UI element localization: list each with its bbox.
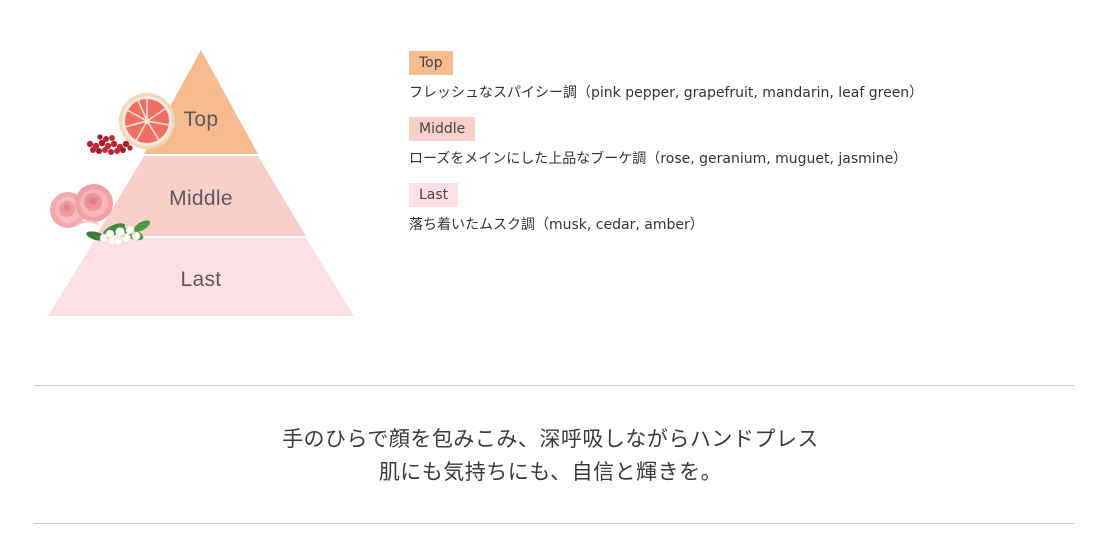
- fragrance-notes: Top フレッシュなスパイシー調（pink pepper, grapefruit…: [409, 51, 1029, 249]
- pink-pepper-icon: [86, 134, 133, 155]
- tagline-line-2: 肌にも気持ちにも、自信と輝きを。: [378, 460, 723, 484]
- tagline-line-1: 手のひらで顔を包みこみ、深呼吸しながらハンドプレス: [282, 427, 819, 451]
- pyramid-tier-middle: [96, 156, 306, 236]
- pyramid-label-top: Top: [183, 108, 219, 131]
- badge-last: Last: [409, 183, 459, 207]
- divider-bottom: [34, 523, 1074, 524]
- pyramid-tier-last: [48, 238, 354, 316]
- note-last: Last 落ち着いたムスク調（musk, cedar, amber）: [409, 183, 1029, 235]
- rose-icon: [50, 184, 113, 228]
- pyramid-graphic: [48, 50, 354, 316]
- note-middle: Middle ローズをメインにした上品なブーケ調（rose, geranium,…: [409, 117, 1029, 169]
- fragrance-pyramid: Top Middle Last: [46, 48, 358, 318]
- jasmine-icon: [86, 220, 151, 246]
- badge-top: Top: [409, 51, 453, 75]
- note-last-description: 落ち着いたムスク調（musk, cedar, amber）: [409, 217, 704, 233]
- tagline: 手のひらで顔を包みこみ、深呼吸しながらハンドプレス 肌にも気持ちにも、自信と輝き…: [0, 423, 1101, 489]
- note-top: Top フレッシュなスパイシー調（pink pepper, grapefruit…: [409, 51, 1029, 103]
- pyramid-label-last: Last: [180, 268, 222, 291]
- note-middle-description: ローズをメインにした上品なブーケ調（rose, geranium, muguet…: [409, 151, 908, 167]
- pyramid-label-middle: Middle: [169, 187, 233, 210]
- divider-top: [34, 385, 1074, 386]
- grapefruit-icon: [119, 93, 175, 149]
- note-top-description: フレッシュなスパイシー調（pink pepper, grapefruit, ma…: [409, 85, 924, 101]
- badge-middle: Middle: [409, 117, 476, 141]
